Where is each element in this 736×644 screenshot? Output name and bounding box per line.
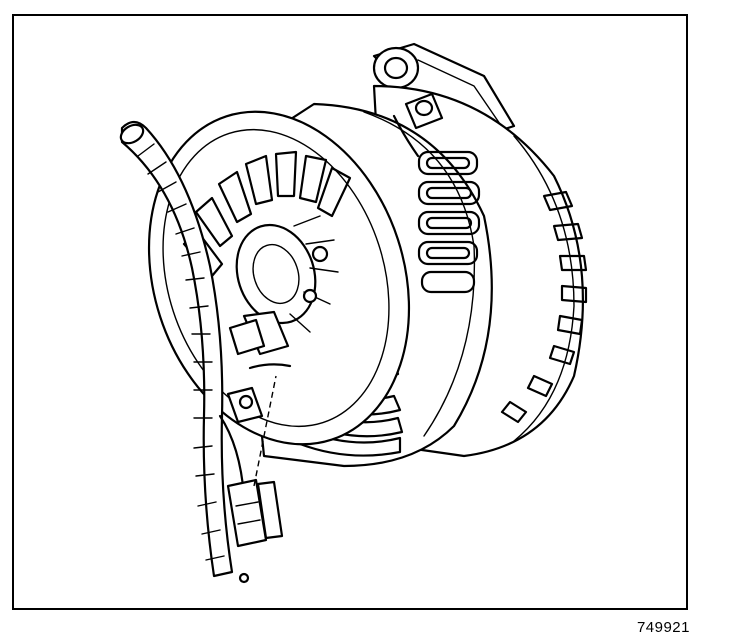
harness-connector [226, 478, 284, 584]
alternator-illustration [119, 42, 588, 584]
illustration-frame [12, 14, 688, 610]
wiring-harness [119, 120, 246, 578]
figure-number: 749921 [636, 619, 690, 636]
alignment-line [253, 375, 277, 487]
terminal-stud [392, 92, 444, 158]
stator-vent-slots [417, 150, 481, 294]
front-vent-slots [182, 150, 352, 278]
harness-clip [226, 318, 292, 424]
